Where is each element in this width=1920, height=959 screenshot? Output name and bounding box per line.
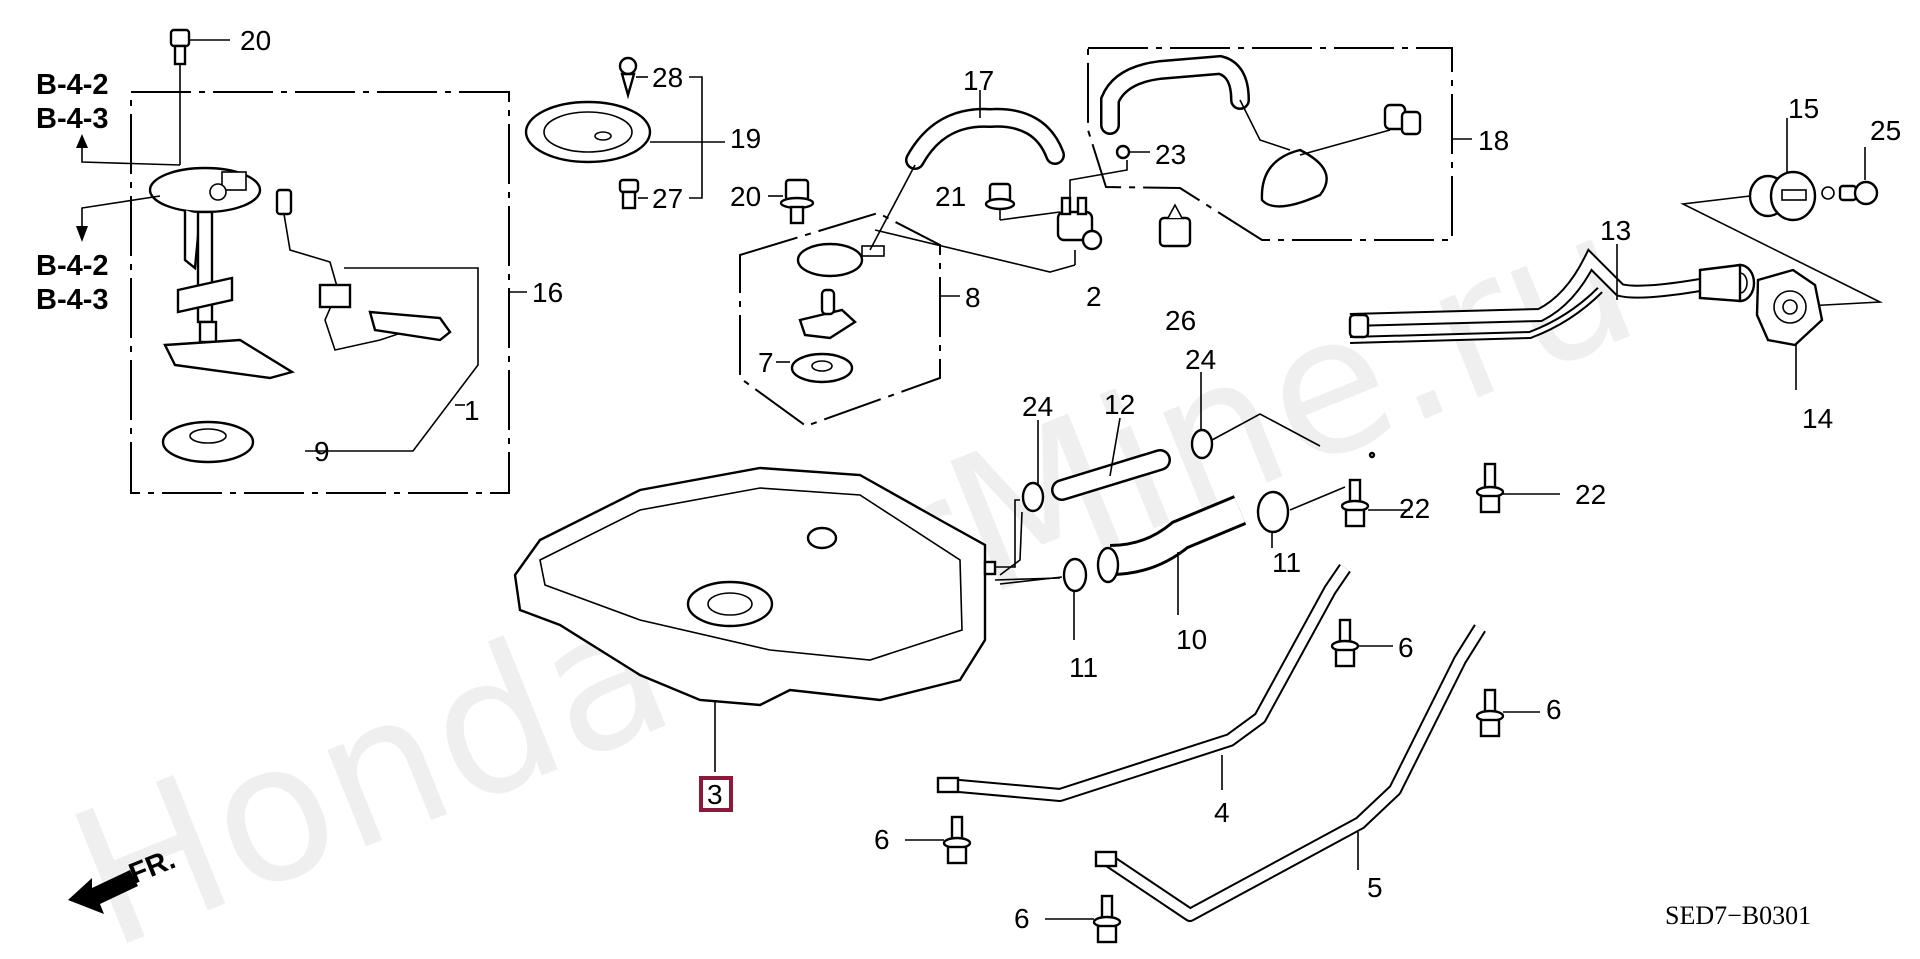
bolt-6-a[interactable]	[1330, 618, 1393, 668]
bracket-19	[689, 76, 703, 199]
callout-22-left[interactable]: 22	[1399, 493, 1430, 524]
callout-12[interactable]: 12	[1104, 389, 1135, 420]
callout-11-right[interactable]: 11	[1272, 547, 1301, 578]
fuel-tank-3-part[interactable]	[513, 466, 997, 772]
valve-part[interactable]	[798, 288, 857, 340]
front-arrow-icon	[68, 870, 138, 914]
callout-1[interactable]: 1	[464, 395, 480, 426]
valve-2-part[interactable]	[874, 196, 1103, 273]
callout-6-c[interactable]: 6	[874, 824, 890, 855]
ref-lower-1[interactable]: B-4-2	[36, 250, 109, 282]
screw-25-part[interactable]	[1838, 147, 1879, 206]
group-18-box	[1087, 47, 1453, 241]
group-8-box	[739, 211, 941, 428]
callout-labels: 20 16 1 9 28 19 27 20 17 21 23 18 2 26 8…	[240, 25, 1901, 934]
callout-22-right[interactable]: 22	[1575, 479, 1606, 510]
callout-16[interactable]: 16	[532, 277, 563, 308]
flange-part[interactable]	[796, 242, 885, 278]
callout-5[interactable]: 5	[1367, 872, 1383, 903]
bolt-22-left[interactable]	[1340, 478, 1410, 528]
callout-27[interactable]: 27	[652, 183, 683, 214]
callout-4[interactable]: 4	[1214, 797, 1230, 828]
filler-base-14-part[interactable]	[1755, 268, 1824, 390]
callout-20-top[interactable]: 20	[240, 25, 271, 56]
fuel-pump-part[interactable]	[148, 166, 295, 380]
callout-18[interactable]: 18	[1478, 125, 1509, 156]
callout-21[interactable]: 21	[935, 181, 966, 212]
filler-pipe-13-part[interactable]	[1348, 244, 1756, 459]
strap-4-part[interactable]	[936, 564, 1351, 802]
callout-6-a[interactable]: 6	[1398, 632, 1414, 663]
bolt-6-d[interactable]	[1045, 894, 1122, 944]
leader-15-14	[1680, 195, 1884, 307]
callout-24-right[interactable]: 24	[1185, 344, 1216, 375]
clip-26-part[interactable]	[1158, 203, 1192, 248]
callout-24-left[interactable]: 24	[1022, 391, 1053, 422]
clamp-11-right-part[interactable]	[1256, 486, 1346, 548]
bolt-6-c[interactable]	[905, 815, 972, 865]
callout-8[interactable]: 8	[965, 282, 981, 313]
access-cover-19-part[interactable]	[524, 100, 652, 164]
callout-2[interactable]: 2	[1086, 281, 1102, 312]
callout-6-b[interactable]: 6	[1546, 694, 1562, 725]
callout-20-middle[interactable]: 20	[730, 181, 761, 212]
callout-3-label: 3	[707, 779, 723, 810]
callout-6-d[interactable]: 6	[1014, 903, 1030, 934]
screw-28-part[interactable]	[618, 56, 648, 100]
callout-26[interactable]: 26	[1165, 305, 1196, 336]
nut-21-part[interactable]	[984, 182, 1061, 221]
fuel-cap-15-part[interactable]	[1748, 118, 1835, 222]
ref-arrow-down	[76, 195, 161, 242]
callout-14[interactable]: 14	[1802, 403, 1833, 434]
hose-10-part[interactable]	[1096, 495, 1247, 615]
gasket-7-part[interactable]	[776, 352, 854, 384]
ref-lower-2[interactable]: B-4-3	[36, 284, 109, 316]
callout-7[interactable]: 7	[758, 347, 774, 378]
callout-10[interactable]: 10	[1176, 624, 1207, 655]
clamp-24-left-part[interactable]	[999, 420, 1045, 576]
hose-17-part[interactable]	[869, 90, 1065, 251]
callout-9[interactable]: 9	[314, 436, 330, 467]
bolt-22-right[interactable]	[1475, 462, 1560, 514]
ref-upper-1[interactable]: B-4-2	[36, 69, 109, 101]
fuel-sender-part[interactable]	[275, 188, 452, 351]
callout-15[interactable]: 15	[1788, 93, 1819, 124]
callout-28[interactable]: 28	[652, 62, 683, 93]
bolt-6-b[interactable]	[1475, 688, 1540, 738]
callout-19[interactable]: 19	[730, 123, 761, 154]
bolt-20-top[interactable]	[169, 28, 230, 165]
ref-arrow-up	[76, 134, 181, 166]
clip-27-part[interactable]	[618, 178, 648, 210]
callout-11-left[interactable]: 11	[1069, 652, 1098, 683]
diagram-code: SED7−B0301	[1665, 901, 1811, 930]
strap-5-part[interactable]	[1094, 624, 1486, 922]
bolt-20-middle[interactable]	[768, 178, 815, 225]
clip-23-part[interactable]	[1069, 144, 1150, 198]
leader-1	[305, 267, 479, 452]
clamp-24-right-part[interactable]	[1190, 372, 1321, 460]
callout-3-highlighted[interactable]: 3	[699, 776, 733, 812]
leader-3-connector	[994, 499, 1061, 581]
callout-23[interactable]: 23	[1155, 139, 1186, 170]
callout-13[interactable]: 13	[1600, 215, 1631, 246]
callout-25[interactable]: 25	[1870, 115, 1901, 146]
ref-upper-2[interactable]: B-4-3	[36, 103, 109, 135]
callout-17[interactable]: 17	[963, 65, 994, 96]
hose-18-part[interactable]	[1100, 54, 1422, 208]
section-references: B-4-2 B-4-3 B-4-2 B-4-3	[36, 69, 109, 316]
hose-12-part[interactable]	[1051, 417, 1171, 501]
gasket-9-part[interactable]	[161, 420, 255, 464]
group-16-box	[130, 91, 527, 494]
